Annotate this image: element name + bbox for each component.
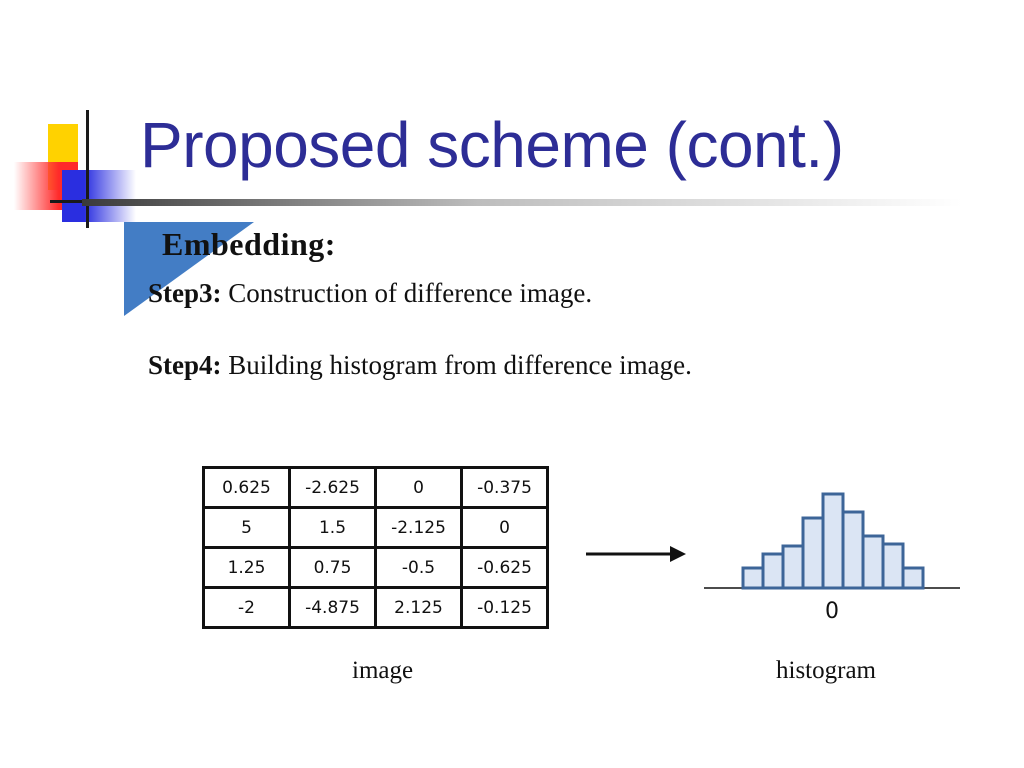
histogram-bar — [841, 510, 865, 590]
grid-cell: -4.875 — [288, 586, 377, 629]
step4-text: Building histogram from difference image… — [221, 350, 692, 380]
blue-wedge-decoration — [124, 222, 254, 316]
step4-label: Step4: — [148, 350, 222, 380]
grid-cell: -2.625 — [288, 466, 377, 509]
arrow-right-icon — [586, 546, 686, 562]
horizontal-line-decoration — [50, 200, 112, 203]
vertical-line-decoration — [86, 110, 89, 228]
grid-cell: -0.375 — [460, 466, 549, 509]
grid-cell: 5 — [202, 506, 291, 549]
grid-row: -2 -4.875 2.125 -0.125 — [202, 586, 549, 629]
histogram-bars — [741, 492, 925, 590]
grid-row: 0.625 -2.625 0 -0.375 — [202, 466, 549, 509]
grid-cell: 0 — [374, 466, 463, 509]
histogram-bar — [901, 566, 925, 590]
grid-cell: -0.625 — [460, 546, 549, 589]
step3-text: Construction of difference image. — [221, 278, 593, 308]
histogram-bar — [761, 552, 785, 590]
grid-cell: 1.5 — [288, 506, 377, 549]
histogram-figure: 0 — [704, 492, 960, 624]
histogram-bar — [821, 492, 845, 590]
grid-cell: -2.125 — [374, 506, 463, 549]
histogram-caption: histogram — [776, 657, 876, 684]
difference-image-grid: 0.625 -2.625 0 -0.375 5 1.5 -2.125 0 1.2… — [202, 466, 549, 629]
grid-cell: 0.75 — [288, 546, 377, 589]
grid-cell: -0.5 — [374, 546, 463, 589]
grid-cell: 2.125 — [374, 586, 463, 629]
histogram-bar — [801, 516, 825, 590]
image-caption: image — [352, 657, 414, 684]
histogram-zero-label: 0 — [825, 599, 839, 624]
grid-cell: 0.625 — [202, 466, 291, 509]
grid-cell: -0.125 — [460, 586, 549, 629]
title-underline-rule — [82, 199, 962, 206]
step3-label: Step3: — [148, 278, 222, 308]
grid-row: 5 1.5 -2.125 0 — [202, 506, 549, 549]
step4-line: Step4: Building histogram from differenc… — [148, 350, 692, 381]
grid-cell: -2 — [202, 586, 291, 629]
histogram-bar — [741, 566, 765, 590]
grid-cell: 1.25 — [202, 546, 291, 589]
step3-line: Step3: Construction of difference image. — [148, 278, 592, 309]
grid-row: 1.25 0.75 -0.5 -0.625 — [202, 546, 549, 589]
grid-cell: 0 — [460, 506, 549, 549]
histogram-bar — [861, 534, 885, 590]
blue-square-decoration — [62, 170, 136, 222]
histogram-bar — [881, 542, 905, 590]
section-heading: Embedding: — [162, 226, 336, 262]
slide-title: Proposed scheme (cont.) — [140, 109, 844, 181]
histogram-bar — [781, 544, 805, 590]
